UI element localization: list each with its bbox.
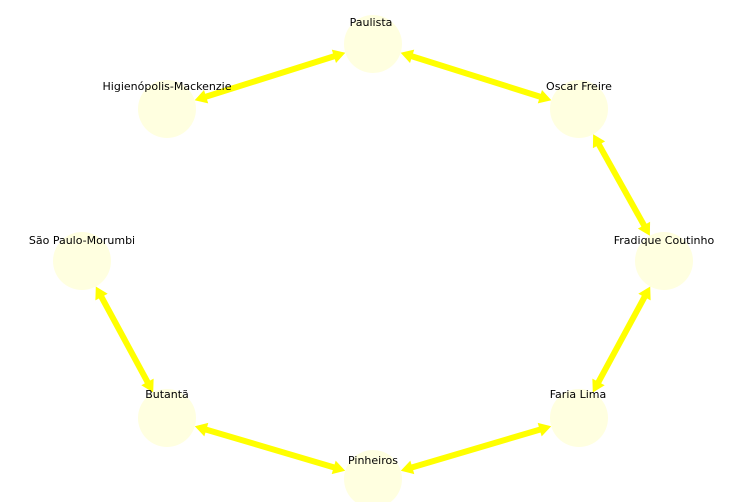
edge-higienopolis-mackenzie-paulista: [194, 49, 346, 104]
node-paulista: [344, 15, 402, 73]
arrowhead-icon: [400, 460, 415, 475]
arrowhead-icon: [637, 221, 651, 236]
edge-line: [594, 293, 649, 386]
arrowhead-icon: [592, 378, 605, 393]
node-fradique-coutinho: [635, 232, 693, 290]
node-oscar-freire: [550, 80, 608, 138]
edge-faria-lima-pinheiros: [400, 422, 552, 475]
arrowhead-icon: [331, 49, 346, 64]
edge-line: [202, 52, 338, 101]
arrowhead-icon: [537, 422, 552, 437]
edge-butanta-sao-paulo-morumbi: [95, 286, 154, 393]
arrowhead-icon: [95, 286, 108, 301]
edge-line: [409, 426, 543, 471]
node-label-higienopolis-mackenzie: Higienópolis-Mackenzie: [103, 80, 232, 93]
node-pinheiros: [344, 450, 402, 502]
arrowhead-icon: [194, 89, 209, 104]
nodes-layer: [53, 15, 693, 502]
node-label-sao-paulo-morumbi: São Paulo-Morumbi: [29, 234, 135, 247]
edge-oscar-freire-fradique-coutinho: [592, 134, 651, 236]
arrowhead-icon: [592, 134, 606, 149]
edge-line: [595, 141, 648, 229]
edge-paulista-oscar-freire: [400, 49, 552, 104]
node-label-fradique-coutinho: Fradique Coutinho: [614, 234, 715, 247]
node-label-paulista: Paulista: [350, 16, 393, 29]
edge-line: [203, 426, 337, 471]
node-faria-lima: [550, 389, 608, 447]
node-label-butanta: Butantã: [145, 388, 189, 401]
node-label-faria-lima: Faria Lima: [550, 388, 607, 401]
edge-line: [97, 293, 152, 386]
edge-fradique-coutinho-faria-lima: [592, 286, 651, 393]
node-label-oscar-freire: Oscar Freire: [546, 80, 612, 93]
edges-layer: [95, 49, 651, 475]
arrowhead-icon: [141, 378, 154, 393]
arrowhead-icon: [194, 422, 209, 437]
arrowhead-icon: [400, 49, 415, 64]
node-sao-paulo-morumbi: [53, 232, 111, 290]
edge-line: [408, 52, 544, 101]
arrowhead-icon: [331, 460, 346, 475]
arrowhead-icon: [537, 89, 552, 104]
node-butanta: [138, 389, 196, 447]
edge-pinheiros-butanta: [194, 422, 346, 475]
node-higienopolis-mackenzie: [138, 80, 196, 138]
node-label-pinheiros: Pinheiros: [348, 454, 398, 467]
arrowhead-icon: [638, 286, 651, 301]
